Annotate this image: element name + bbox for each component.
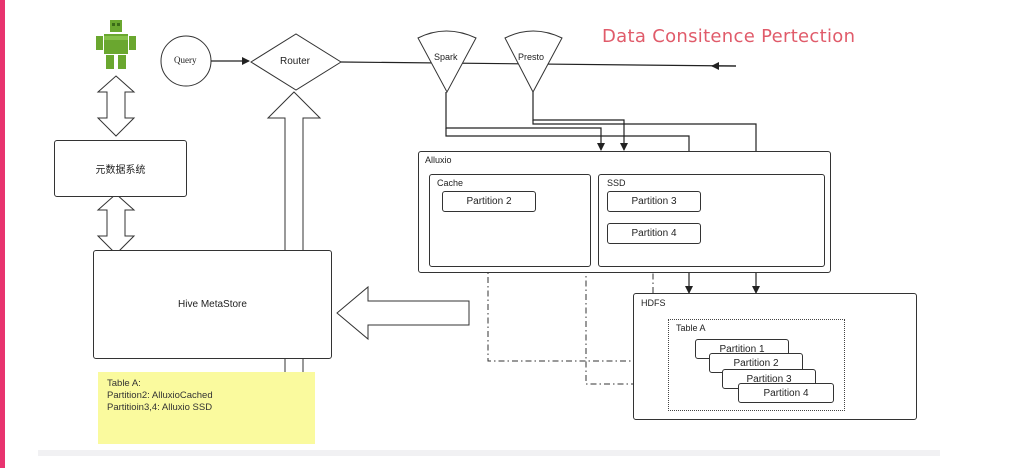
hdfs-partition-label: Partition 4 xyxy=(763,387,809,399)
metadata-system-box: 元数据系统 xyxy=(54,140,187,197)
double-arrow-metadata-hive xyxy=(96,193,136,255)
hdfs-label: HDFS xyxy=(641,298,666,308)
accent-bar xyxy=(0,0,5,468)
note-line: Partition2: AlluxioCached xyxy=(107,390,213,401)
hdfs-partition-label: Partition 1 xyxy=(719,343,765,355)
table-note: Table A: Partition2: AlluxioCached Parti… xyxy=(98,372,315,444)
cache-box: Cache xyxy=(429,174,591,267)
ssd-partition-label: Partition 3 xyxy=(631,196,677,207)
hdfs-partition-label: Partition 3 xyxy=(746,373,792,385)
note-line: Partitioin3,4: Alluxio SSD xyxy=(107,402,213,413)
hdfs-partition-label: Partition 2 xyxy=(733,357,779,369)
metadata-system-label: 元数据系统 xyxy=(95,165,146,176)
spark-node xyxy=(417,30,477,94)
table-a-label: Table A xyxy=(676,323,706,333)
router-label: Router xyxy=(280,56,311,67)
sync-left-arrow xyxy=(336,285,470,341)
ssd-box: SSD xyxy=(598,174,825,267)
query-label: Query xyxy=(174,55,197,65)
ssd-partition: Partition 3 xyxy=(607,191,701,212)
diagram-title: Data Consitence Pertection xyxy=(602,26,856,47)
presto-node xyxy=(504,30,563,94)
table-a-region: Table A xyxy=(668,319,845,411)
note-line: Table A: xyxy=(107,378,141,389)
cache-partition: Partition 2 xyxy=(442,191,536,212)
bottom-strip xyxy=(38,450,940,456)
double-arrow-user-metadata xyxy=(96,75,136,137)
ssd-label: SSD xyxy=(607,178,626,188)
hdfs-partition: Partition 4 xyxy=(738,383,834,403)
user-figure-icon xyxy=(96,20,136,69)
ssd-partition-label: Partition 4 xyxy=(631,228,677,239)
alluxio-label: Alluxio xyxy=(425,155,452,165)
hive-metastore-label: Hive MetaStore xyxy=(178,299,247,310)
presto-label: Presto xyxy=(518,52,545,62)
spark-label: Spark xyxy=(434,52,458,62)
cache-label: Cache xyxy=(437,178,464,188)
cache-partition-label: Partition 2 xyxy=(466,196,512,207)
ssd-partition: Partition 4 xyxy=(607,223,701,244)
hive-metastore-box: Hive MetaStore xyxy=(93,250,332,359)
